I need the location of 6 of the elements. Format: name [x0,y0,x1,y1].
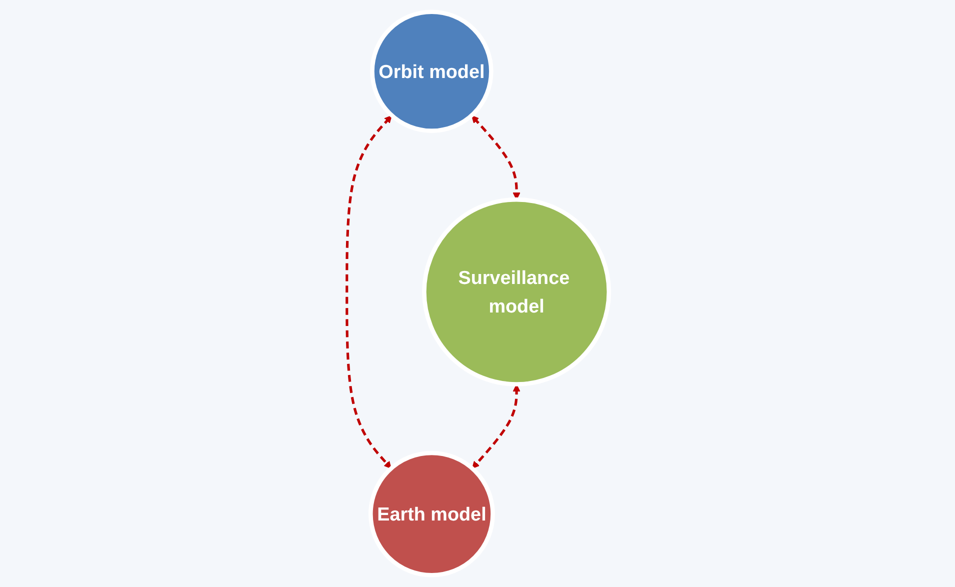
arrow [345,115,392,469]
node-circle: Orbit model [370,10,493,133]
node-circle: Surveillance model [422,197,611,386]
arrow [471,115,520,200]
arrow [472,384,520,469]
node-circle: Earth model [368,450,495,578]
